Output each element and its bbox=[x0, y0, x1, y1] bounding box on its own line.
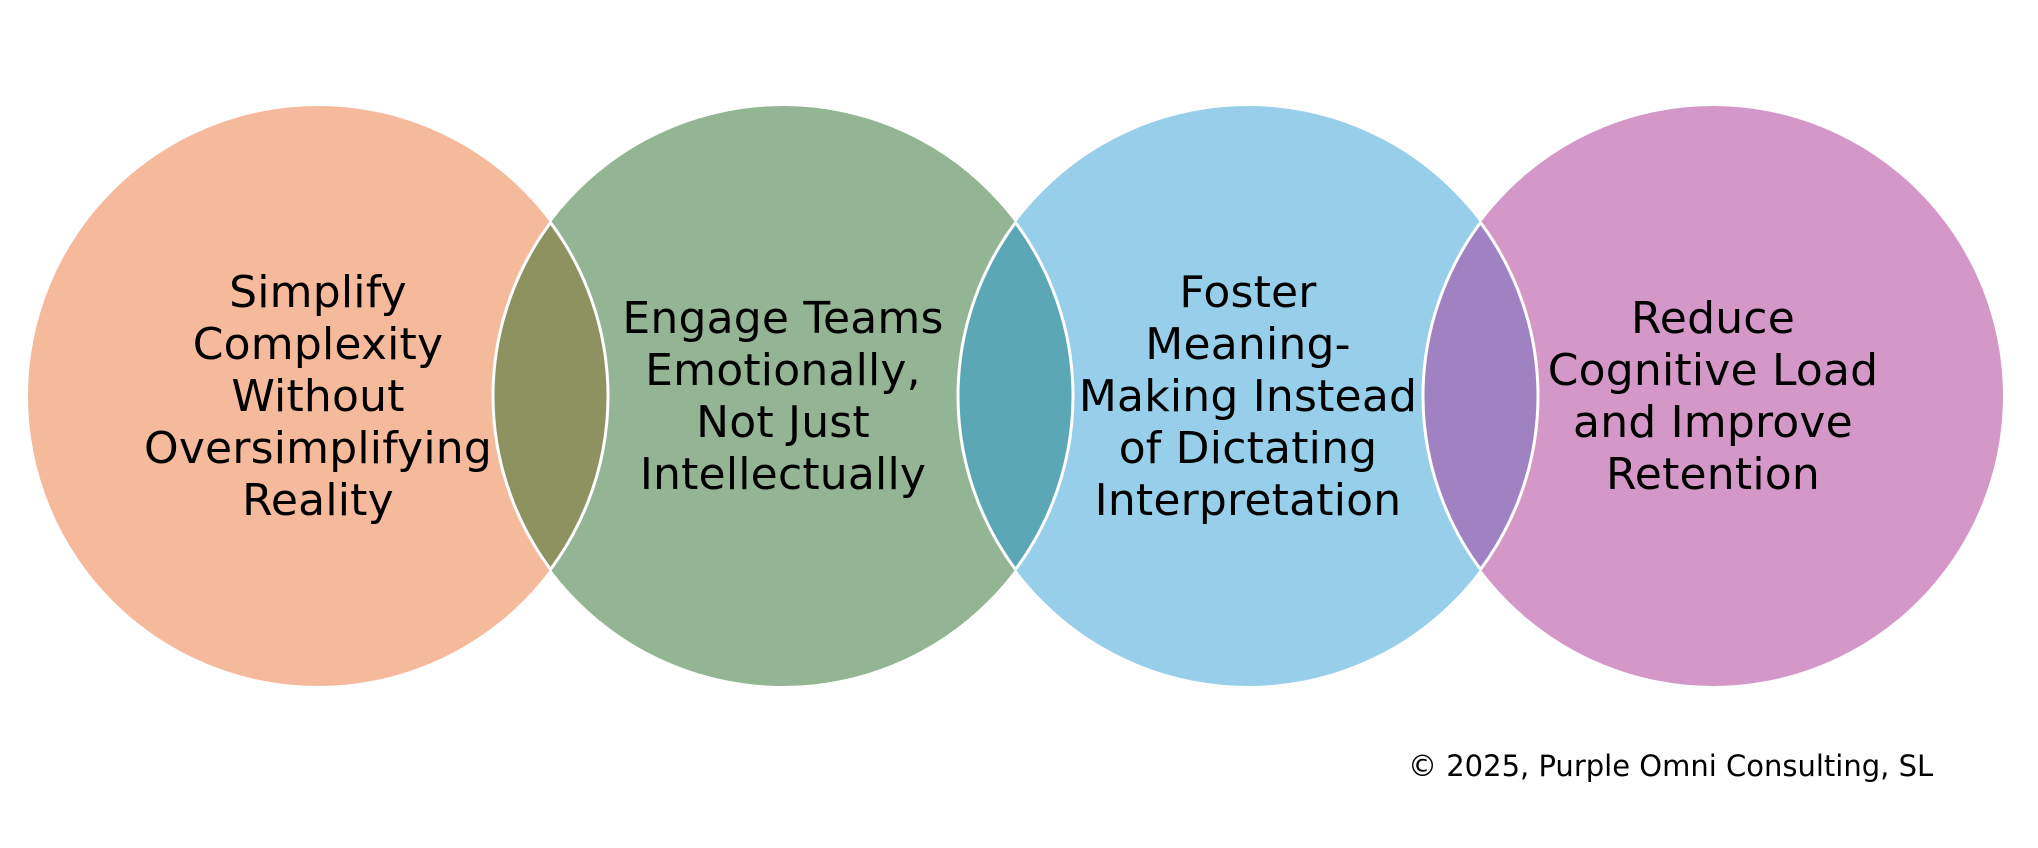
label-foster-line: Interpretation bbox=[1094, 475, 1402, 526]
divider-arc-4 bbox=[1421, 106, 1538, 686]
circle-engage bbox=[493, 106, 1073, 686]
circle-reduce bbox=[1423, 106, 2003, 686]
label-reduce-line: and Improve bbox=[1573, 397, 1853, 448]
label-simplify-line: Reality bbox=[242, 475, 394, 526]
label-foster-line: Making Instead bbox=[1078, 371, 1418, 422]
circle-foster bbox=[958, 106, 1538, 686]
copyright-notice: © 2025, Purple Omni Consulting, SL bbox=[1408, 749, 1934, 783]
divider-arc-1 bbox=[493, 106, 610, 686]
label-simplify-line: Oversimplifying bbox=[143, 423, 493, 474]
label-engage-line: Not Just bbox=[696, 397, 870, 448]
label-engage-line: Intellectually bbox=[639, 449, 927, 500]
label-foster-line: of Dictating bbox=[1118, 423, 1378, 474]
label-foster-line: Foster bbox=[1179, 267, 1317, 318]
label-engage-line: Engage Teams bbox=[622, 293, 944, 344]
circle-outlines bbox=[491, 106, 1540, 686]
divider-arc-3 bbox=[956, 106, 1540, 686]
label-reduce-line: Reduce bbox=[1631, 293, 1795, 344]
circle-simplify bbox=[28, 106, 608, 686]
label-reduce-line: Cognitive Load bbox=[1547, 345, 1879, 396]
label-simplify-line: Without bbox=[231, 371, 405, 422]
label-engage-line: Emotionally, bbox=[645, 345, 921, 396]
divider-arc-2 bbox=[491, 106, 1075, 686]
label-simplify-line: Complexity bbox=[192, 319, 444, 370]
label-simplify-line: Simplify bbox=[229, 267, 407, 318]
label-reduce-line: Retention bbox=[1606, 449, 1820, 500]
label-foster-line: Meaning- bbox=[1145, 319, 1351, 370]
